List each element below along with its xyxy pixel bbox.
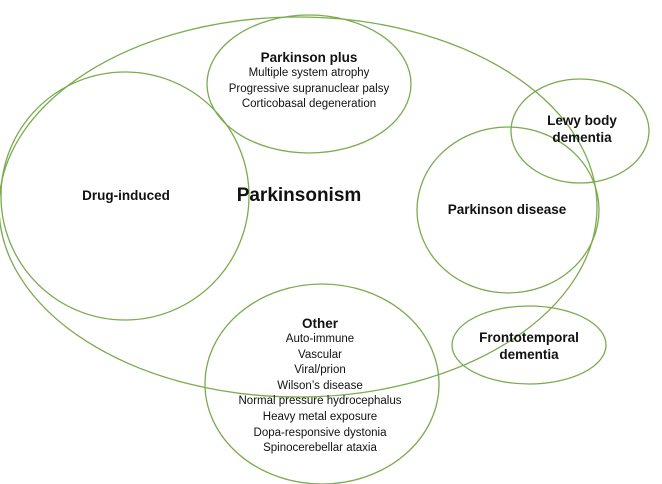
list-item: Auto-immune	[285, 333, 355, 345]
other-title: Other	[301, 316, 338, 331]
lewy-body-line2: dementia	[552, 130, 612, 145]
other-group: Other Auto-immune Vascular Viral/prion W…	[222, 315, 418, 457]
other-ellipse	[204, 283, 440, 484]
drug-induced-label: Drug-induced	[82, 188, 170, 203]
frontotemporal-ellipse	[451, 305, 607, 385]
list-item: Spinocerebellar ataxia	[263, 442, 377, 455]
list-item: Corticobasal degeneration	[241, 98, 377, 111]
lewy-body-line1: Lewy body	[547, 113, 617, 128]
frontotemporal-line2: dementia	[499, 347, 559, 362]
drug-induced-circle	[0, 71, 250, 321]
parkinson-plus-title: Parkinson plus	[260, 50, 358, 65]
list-item: Viral/prion	[294, 364, 346, 377]
list-item: Normal pressure hydrocephalus	[238, 395, 402, 408]
parkinsonism-ellipse	[0, 16, 598, 398]
parkinsonism-label: Parkinsonism	[236, 185, 362, 206]
list-item: Vascular	[298, 348, 342, 361]
list-item: Progressive supranuclear palsy	[228, 82, 390, 95]
frontotemporal-label: Frontotemporal dementia	[466, 329, 592, 363]
frontotemporal-line1: Frontotemporal	[479, 330, 579, 345]
list-item: Heavy metal exposure	[262, 410, 378, 423]
parkinson-disease-ellipse	[416, 126, 600, 294]
parkinson-disease-label: Parkinson disease	[447, 202, 567, 217]
list-item: Wilson’s disease	[277, 379, 363, 392]
lewy-body-label: Lewy body dementia	[537, 112, 627, 146]
list-item: Multiple system atrophy	[248, 67, 370, 79]
parkinson-plus-group: Parkinson plus Multiple system atrophy P…	[219, 49, 399, 113]
list-item: Dopa-responsive dystonia	[253, 426, 387, 439]
lewy-body-ellipse	[510, 78, 650, 184]
parkinson-plus-ellipse	[206, 14, 412, 154]
